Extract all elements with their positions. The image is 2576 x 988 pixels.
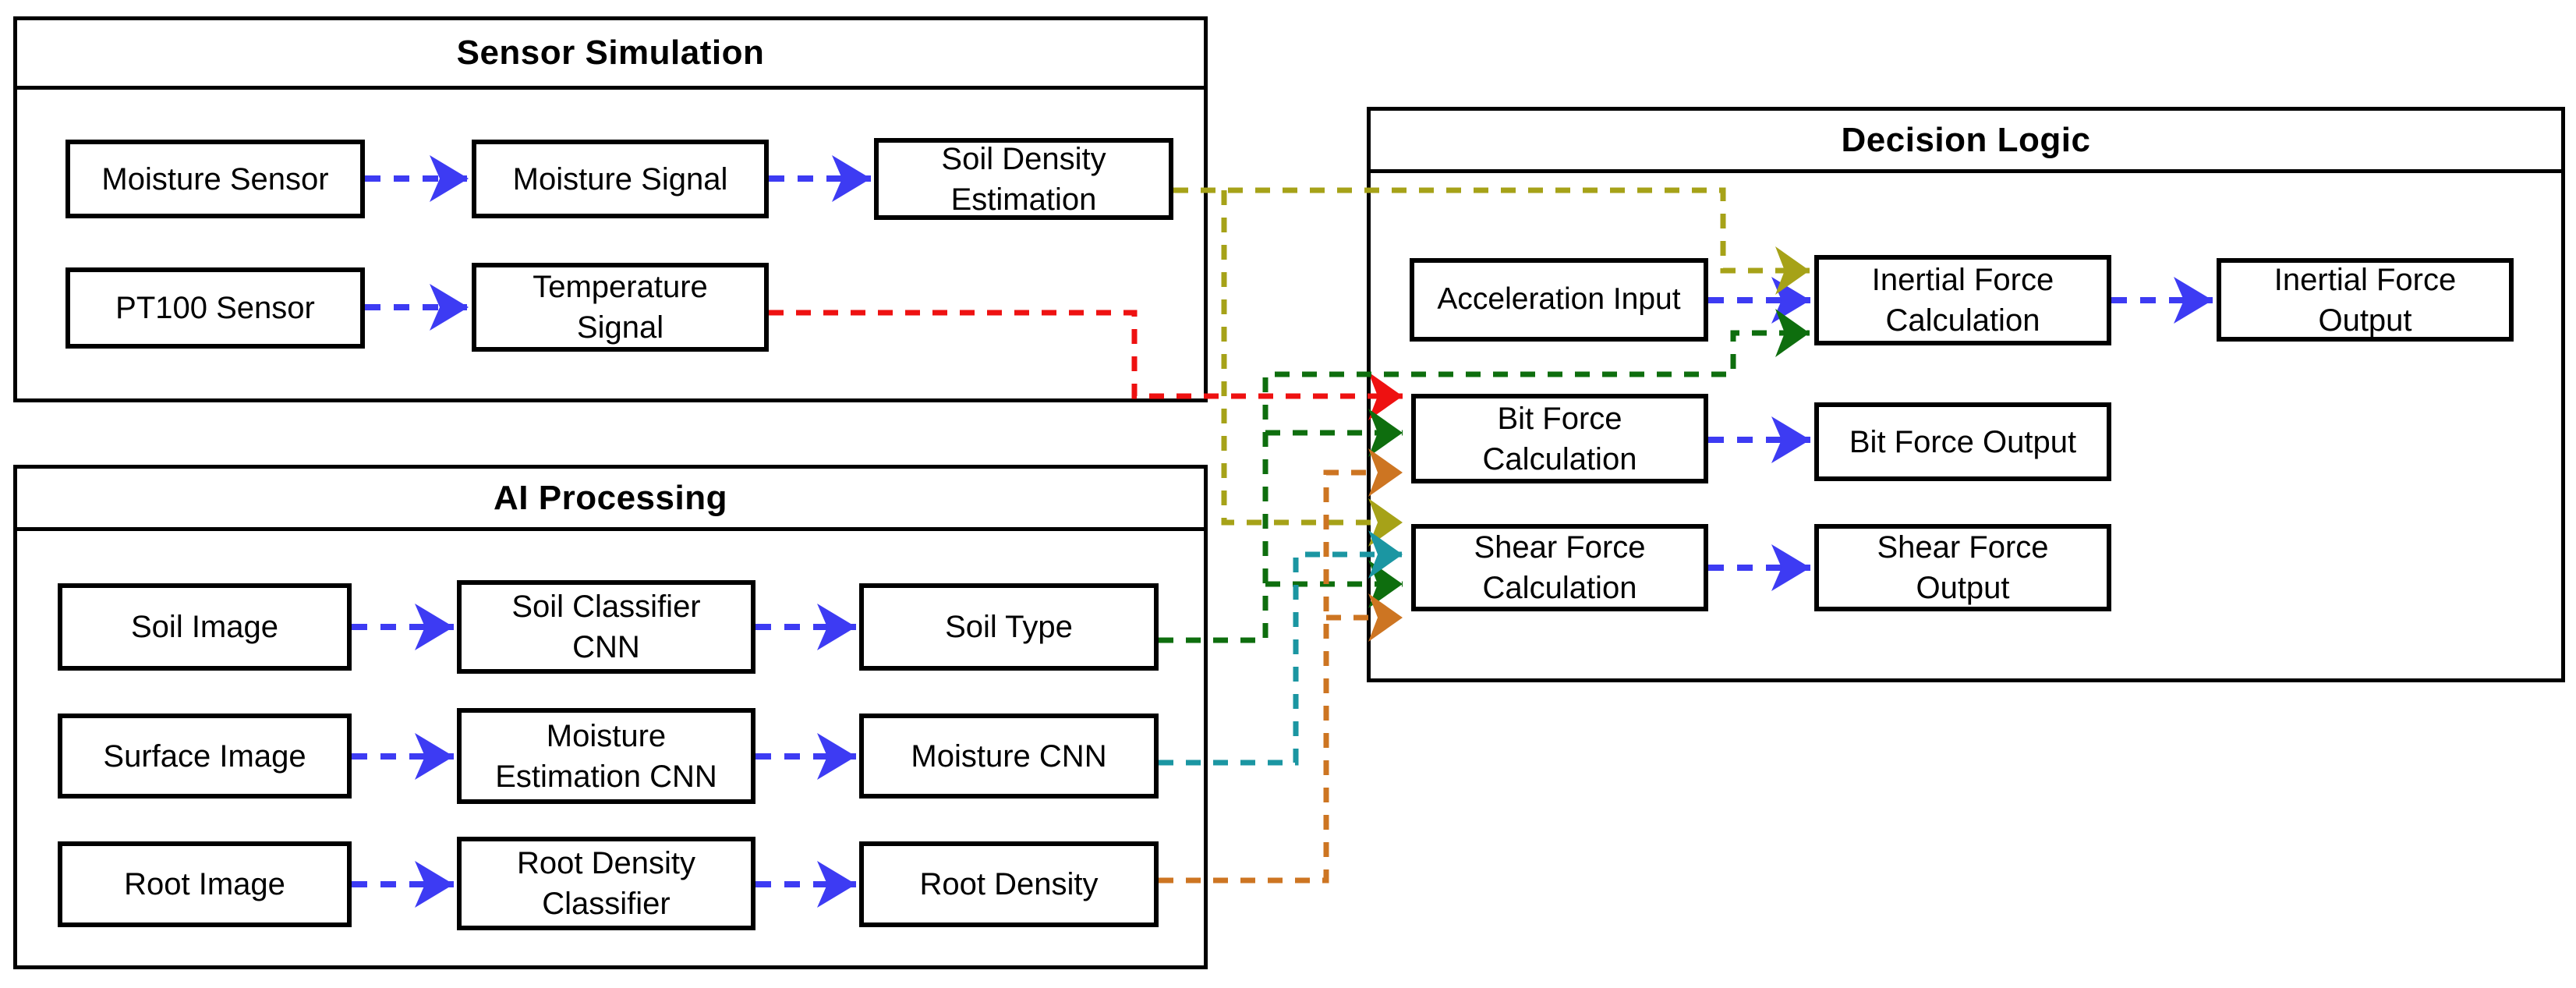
node-acceleration-input: Acceleration Input [1410, 258, 1708, 342]
node-bit-force-output: Bit Force Output [1814, 402, 2111, 481]
container-sensor-simulation: Sensor Simulation [13, 16, 1208, 402]
node-surface-image: Surface Image [58, 714, 352, 799]
node-temperature-signal: Temperature Signal [472, 263, 769, 352]
node-moisture-cnn: Moisture CNN [859, 714, 1159, 799]
node-moisture-estimation-cnn: Moisture Estimation CNN [457, 708, 755, 804]
node-soil-classifier-cnn: Soil Classifier CNN [457, 580, 755, 674]
node-inertial-force-calculation: Inertial Force Calculation [1814, 255, 2111, 345]
container-title-ai-processing: AI Processing [17, 469, 1204, 531]
node-root-density: Root Density [859, 841, 1159, 927]
node-soil-density-estimation: Soil Density Estimation [874, 138, 1173, 220]
node-soil-type: Soil Type [859, 583, 1159, 671]
node-shear-force-output: Shear Force Output [1814, 524, 2111, 611]
node-shear-force-calculation: Shear Force Calculation [1411, 524, 1708, 611]
node-root-image: Root Image [58, 841, 352, 927]
node-soil-image: Soil Image [58, 583, 352, 671]
node-bit-force-calculation: Bit Force Calculation [1411, 394, 1708, 483]
container-decision-logic: Decision Logic [1367, 107, 2565, 682]
container-title-decision-logic: Decision Logic [1371, 111, 2561, 173]
node-inertial-force-output: Inertial Force Output [2217, 258, 2514, 342]
node-moisture-sensor: Moisture Sensor [65, 140, 365, 218]
container-title-sensor-simulation: Sensor Simulation [17, 20, 1204, 90]
node-root-density-classifier: Root Density Classifier [457, 837, 755, 930]
node-moisture-signal: Moisture Signal [472, 140, 769, 218]
node-pt100-sensor: PT100 Sensor [65, 267, 365, 349]
